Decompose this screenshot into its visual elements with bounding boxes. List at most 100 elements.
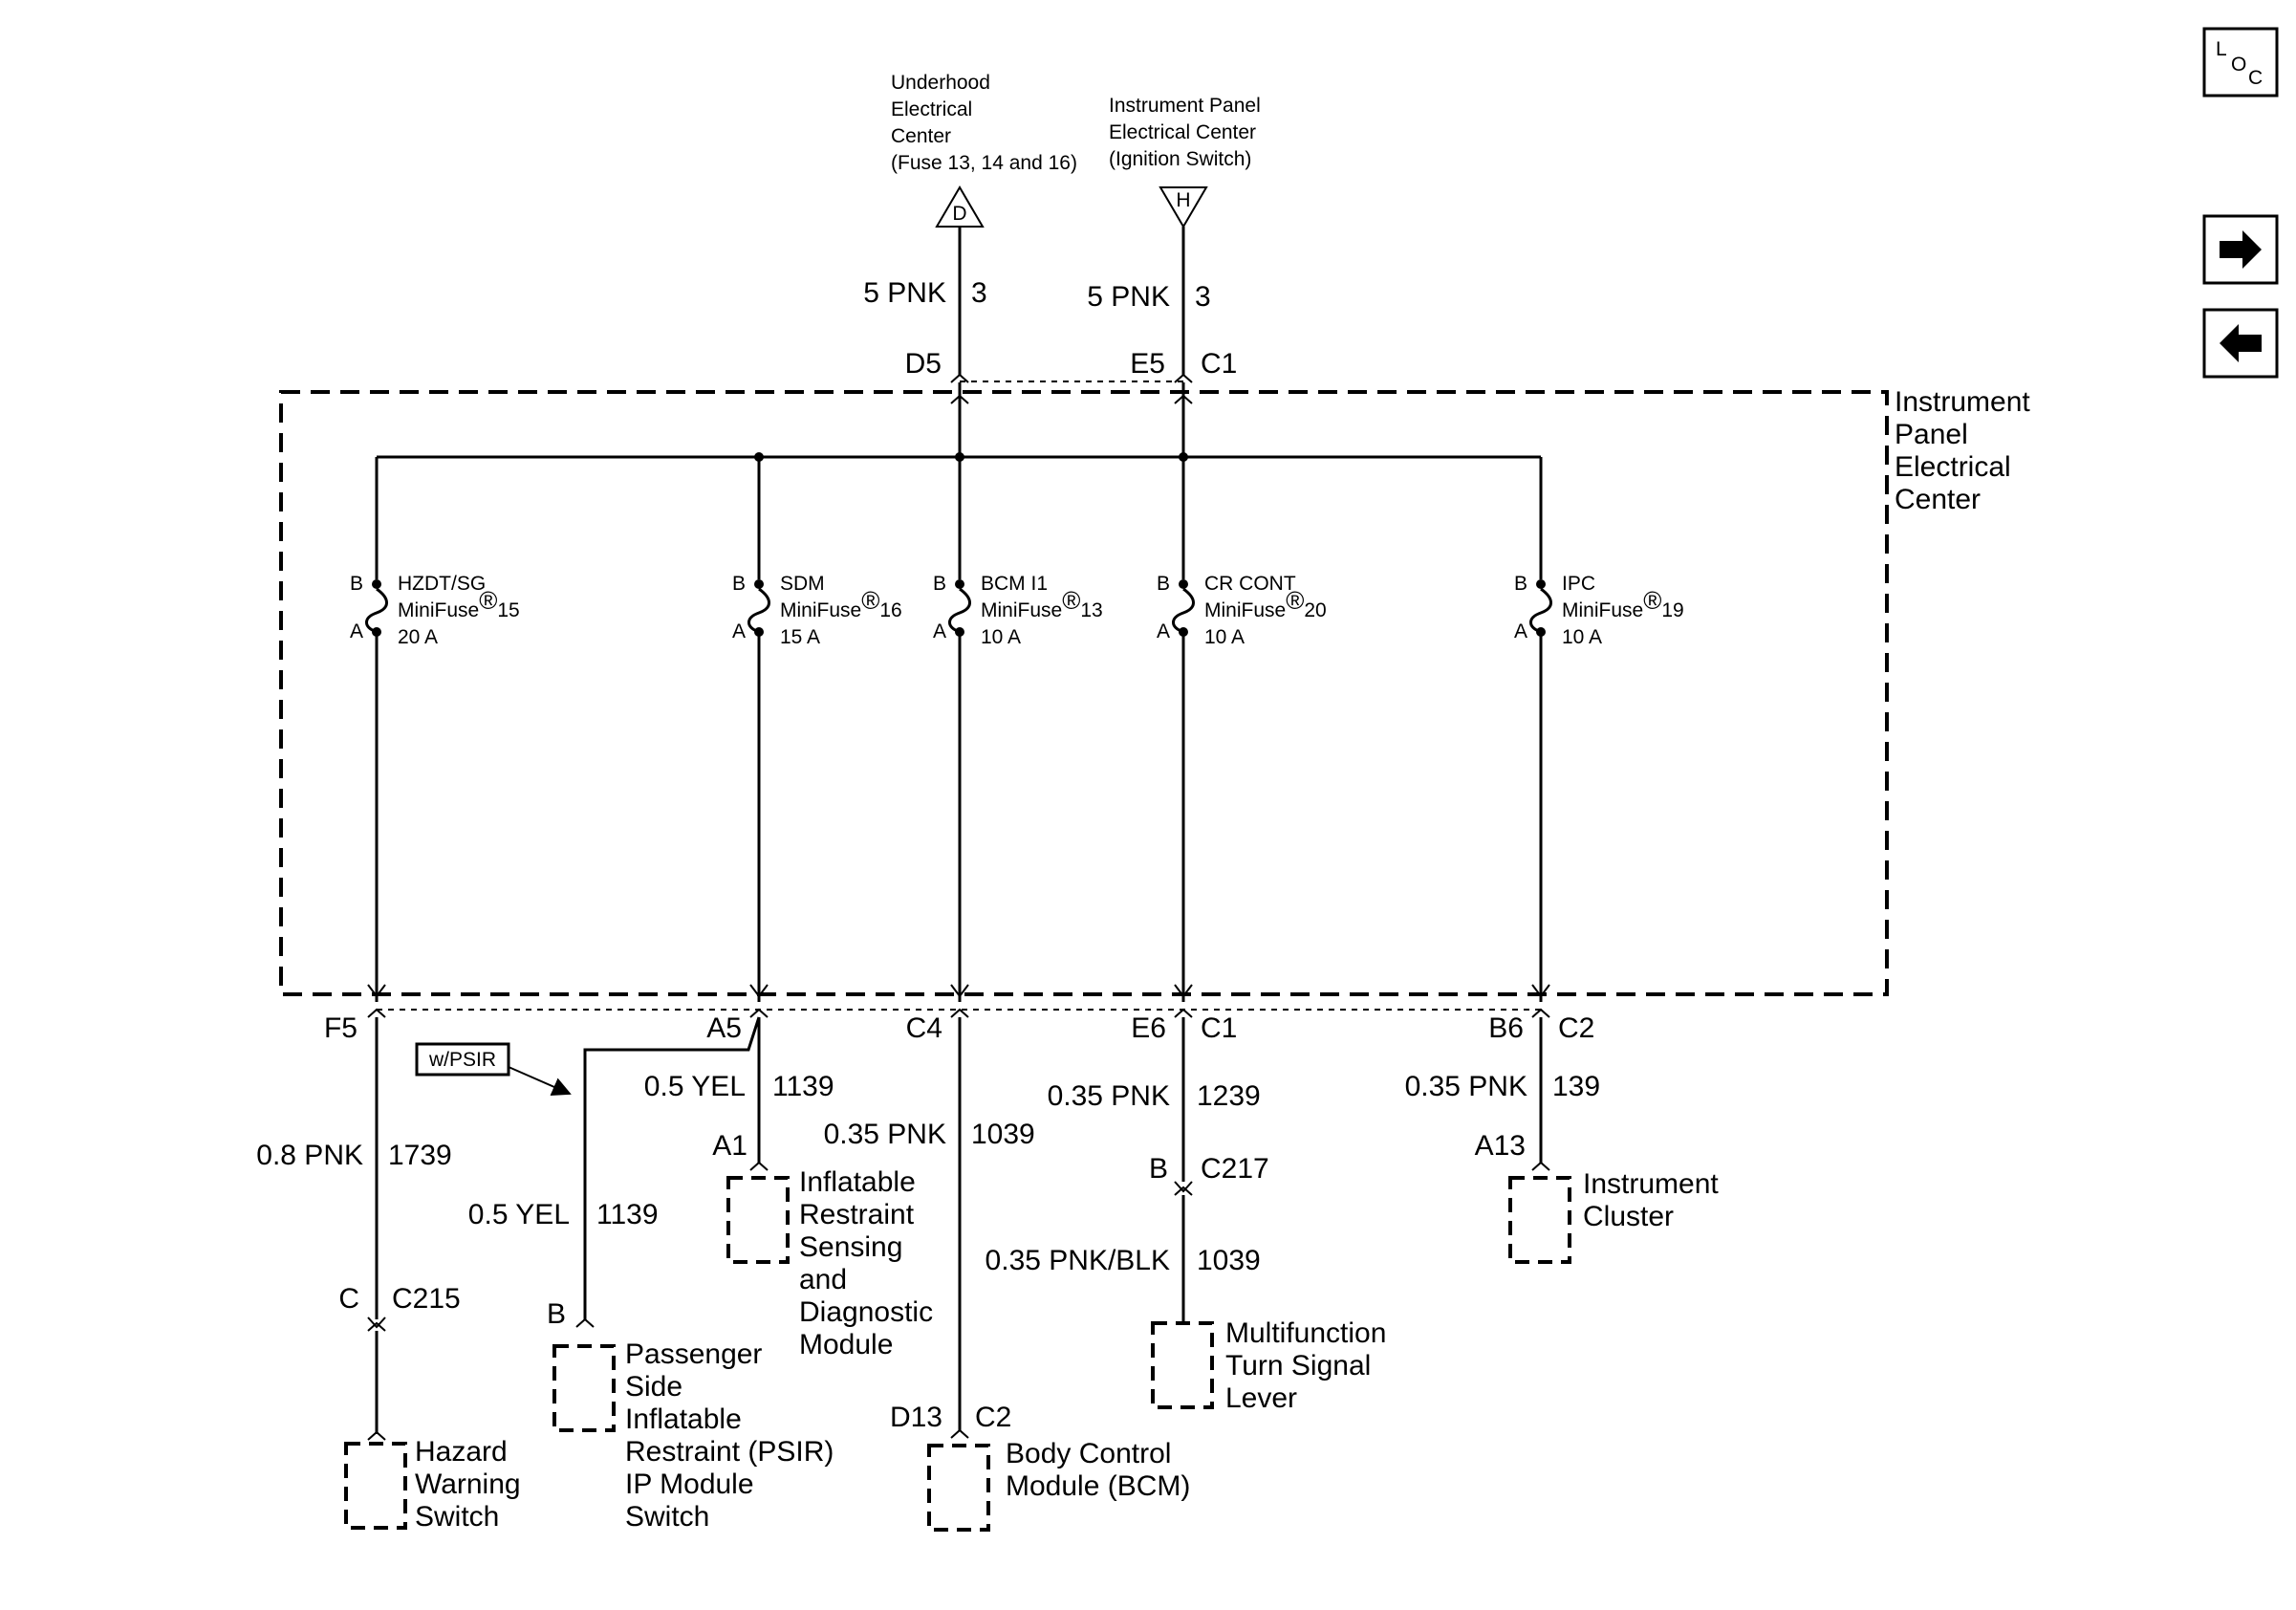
fuse-sdm: B A SDM MiniFuse®16 15 A [732,457,902,1002]
svg-text:B: B [1157,573,1170,595]
svg-text:Cluster: Cluster [1583,1201,1674,1232]
svg-text:A: A [1157,620,1170,642]
svg-text:B: B [1149,1153,1168,1185]
svg-text:Multifunction: Multifunction [1225,1317,1386,1349]
underhood-label-line: (Fuse 13, 14 and 16) [891,152,1077,174]
wire-circuit-label: 3 [971,277,987,309]
fuse-rating: 20 A [398,626,438,648]
ipec-bus [377,382,1541,462]
wire-gauge-label: 0.5 YEL [644,1071,746,1102]
svg-text:Inflatable: Inflatable [799,1166,916,1198]
fuse-type: MiniFuse®13 [981,586,1103,621]
svg-text:Diagnostic: Diagnostic [799,1296,933,1328]
fuse-name: SDM [780,573,825,595]
arrow-left-icon [2220,324,2262,362]
svg-text:B: B [933,573,946,595]
svg-text:IP Module: IP Module [625,1469,754,1500]
wire-gauge-label: 0.35 PNK [1048,1080,1170,1112]
connector-pin-label: E5 [1130,348,1165,380]
fuse-rating: 10 A [1562,626,1602,648]
svg-text:Lever: Lever [1225,1382,1297,1414]
svg-text:F5: F5 [324,1012,357,1044]
wire-gauge-label: 0.5 YEL [468,1199,570,1230]
svg-text:H: H [1176,189,1190,211]
svg-text:B6: B6 [1488,1012,1524,1044]
wire-circuit-label: 1039 [971,1119,1035,1150]
connector-name-label: C1 [1201,348,1237,380]
svg-text:D13: D13 [890,1402,942,1433]
svg-text:and: and [799,1264,847,1295]
svg-text:Module (BCM): Module (BCM) [1006,1470,1190,1502]
hazard-warning-switch: Hazard Warning Switch [344,1436,521,1533]
svg-text:C: C [2248,67,2263,89]
body-control-module: Body Control Module (BCM) [927,1438,1190,1532]
svg-text:Body Control: Body Control [1006,1438,1171,1469]
output-pins: F5 A5 C4 E6 C1 B6 C2 [324,1008,1594,1044]
fuse-name: IPC [1562,573,1595,595]
fuse-type: MiniFuse®16 [780,586,902,621]
svg-text:B: B [1514,573,1527,595]
svg-text:Inflatable: Inflatable [625,1403,742,1435]
svg-text:C1: C1 [1201,1012,1237,1044]
underhood-label-line: Underhood [891,72,990,94]
wire-circuit-label: 1039 [1197,1245,1261,1276]
svg-text:B: B [732,573,746,595]
svg-text:A: A [933,620,946,642]
ipec-label-line: Instrument Panel [1109,95,1261,117]
prev-page-button[interactable] [2202,308,2279,379]
svg-text:Panel: Panel [1895,419,1968,450]
svg-text:A5: A5 [706,1012,742,1044]
wire-gauge-label: 0.35 PNK/BLK [986,1245,1170,1276]
ipec-ignition-switch-label: Instrument Panel Electrical Center (Igni… [1109,95,1261,170]
svg-text:A1: A1 [712,1130,747,1162]
svg-text:Switch: Switch [415,1501,499,1533]
underhood-label-line: Electrical [891,98,972,120]
svg-text:Hazard: Hazard [415,1436,508,1468]
svg-text:w/PSIR: w/PSIR [428,1049,496,1071]
loc-button[interactable]: L O C [2202,27,2279,98]
fuse-type: MiniFuse®15 [398,586,520,621]
svg-text:Electrical: Electrical [1895,451,2011,483]
wire-gauge-label: 0.35 PNK [824,1119,946,1150]
feed-wire-h: 5 PNK 3 E5 C1 [1087,227,1237,383]
svg-text:C: C [338,1283,359,1315]
psir-ip-module-switch: Passenger Side Inflatable Restraint (PSI… [552,1338,834,1533]
svg-text:A13: A13 [1475,1130,1526,1162]
wire-circuit-label: 1239 [1197,1080,1261,1112]
wire-gauge-label: 5 PNK [863,277,946,309]
feed-wire-d: 5 PNK 3 D5 [863,227,987,383]
ipec-boundary [279,390,1889,996]
fuse-rating: 10 A [981,626,1021,648]
instrument-cluster: Instrument Cluster [1508,1168,1719,1264]
ipec-label: Instrument Panel Electrical Center [1895,386,2030,515]
wire-circuit-label: 139 [1552,1071,1600,1102]
next-page-button[interactable] [2202,214,2279,285]
psir-circuit: 0.5 YEL 1139 B [468,1016,761,1330]
fuse-hzdt-sg: B A HZDT/SG MiniFuse®15 20 A [350,457,520,1002]
hazard-circuit: 0.8 PNK 1739 C C215 [256,1017,461,1441]
source-symbol-h: H [1159,186,1208,228]
svg-text:A: A [732,620,746,642]
source-symbol-d: D [935,185,985,228]
wire-circuit-label: 3 [1195,281,1211,313]
wire-gauge-label: 0.35 PNK [1405,1071,1527,1102]
svg-text:Center: Center [1895,484,1981,515]
wire-gauge-label: 5 PNK [1087,281,1170,313]
loc-icon: L O C [2216,38,2263,89]
fuse-name: HZDT/SG [398,573,486,595]
svg-text:E6: E6 [1131,1012,1166,1044]
wire-circuit-label: 1739 [388,1140,452,1171]
svg-text:Passenger: Passenger [625,1338,762,1370]
ipc-circuit: 0.35 PNK 139 A13 [1405,1017,1600,1171]
svg-text:Turn Signal: Turn Signal [1225,1350,1371,1382]
underhood-electrical-center-label: Underhood Electrical Center (Fuse 13, 14… [891,72,1077,174]
svg-text:Sensing: Sensing [799,1231,902,1263]
svg-text:Instrument: Instrument [1895,386,2030,418]
fuse-bcm-i1: B A BCM I1 MiniFuse®13 10 A [933,457,1103,1002]
arrow-right-icon [2220,230,2262,269]
svg-text:Warning: Warning [415,1469,521,1500]
svg-text:L: L [2216,38,2227,60]
fuse-name: CR CONT [1204,573,1296,595]
fuse-ipc: B A IPC MiniFuse®19 10 A [1514,457,1684,1002]
svg-text:B: B [350,573,363,595]
